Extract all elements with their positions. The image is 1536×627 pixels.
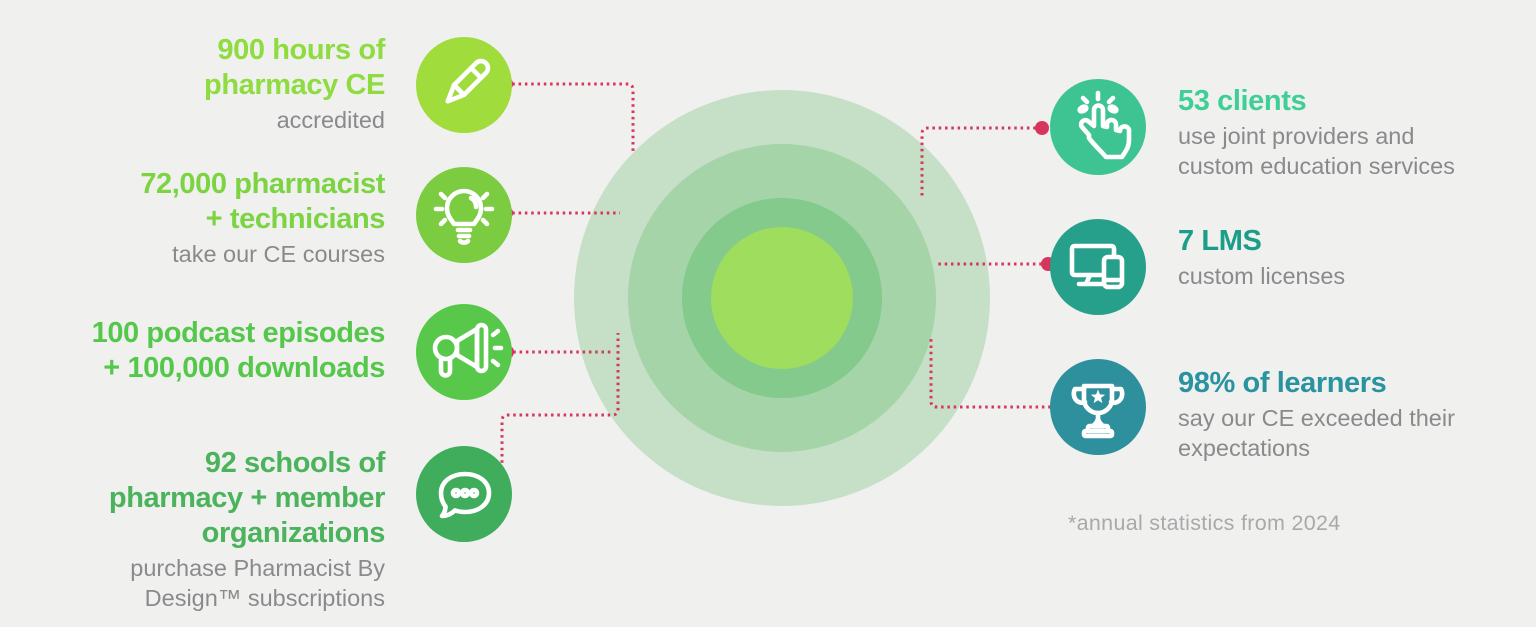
stat-pharmacy-ce-heading: 900 hours of pharmacy CE [204, 34, 385, 101]
stat-learners: 98% of learners say our CE exceeded thei… [1178, 366, 1536, 463]
connector-learners [929, 338, 1057, 409]
stat-clients-sub: use joint providers and custom education… [1178, 123, 1455, 179]
stat-pharmacy-ce: 900 hours of pharmacy CE accredited [25, 33, 385, 135]
speech-bubble-icon [416, 446, 512, 542]
devices-icon [1050, 219, 1146, 315]
ring-core [711, 227, 853, 369]
megaphone-icon [416, 304, 512, 400]
stat-learners-heading: 98% of learners [1178, 367, 1387, 399]
stat-podcast-heading: 100 podcast episodes + 100,000 downloads [91, 317, 386, 384]
click-hand-icon [1050, 79, 1146, 175]
connector-speech [500, 333, 620, 488]
stat-pharmacy-ce-sub: accredited [276, 107, 385, 133]
stat-pharmacist-technicians: 72,000 pharmacist + technicians take our… [25, 167, 385, 269]
ring-third [682, 198, 882, 398]
ring-outer [574, 90, 990, 506]
stat-pharmacist-technicians-heading: 72,000 pharmacist + technicians [140, 168, 385, 235]
lightbulb-icon [416, 167, 512, 263]
dot-clients [1035, 121, 1049, 135]
trophy-icon [1050, 359, 1146, 455]
pencil-icon [416, 37, 512, 133]
connector-clients [920, 126, 1042, 198]
stat-lms-heading: 7 LMS [1178, 225, 1262, 257]
stat-schools-sub: purchase Pharmacist By Design™ subscript… [130, 555, 385, 611]
stat-clients-heading: 53 clients [1178, 85, 1307, 117]
stat-podcast: 100 podcast episodes + 100,000 downloads [25, 316, 386, 388]
connector-pencil [506, 82, 635, 152]
ring-second [628, 144, 936, 452]
footnote: *annual statistics from 2024 [1068, 511, 1341, 535]
stat-lms: 7 LMS custom licenses [1178, 224, 1536, 291]
stat-pharmacist-technicians-sub: take our CE courses [172, 241, 385, 267]
stat-learners-sub: say our CE exceeded their expectations [1178, 405, 1455, 461]
stat-clients: 53 clients use joint providers and custo… [1178, 84, 1536, 181]
stat-schools-heading: 92 schools of pharmacy + member organiza… [108, 447, 385, 549]
connector-dots [495, 77, 1064, 501]
stat-schools: 92 schools of pharmacy + member organiza… [25, 446, 385, 613]
stat-lms-sub: custom licenses [1178, 263, 1346, 289]
